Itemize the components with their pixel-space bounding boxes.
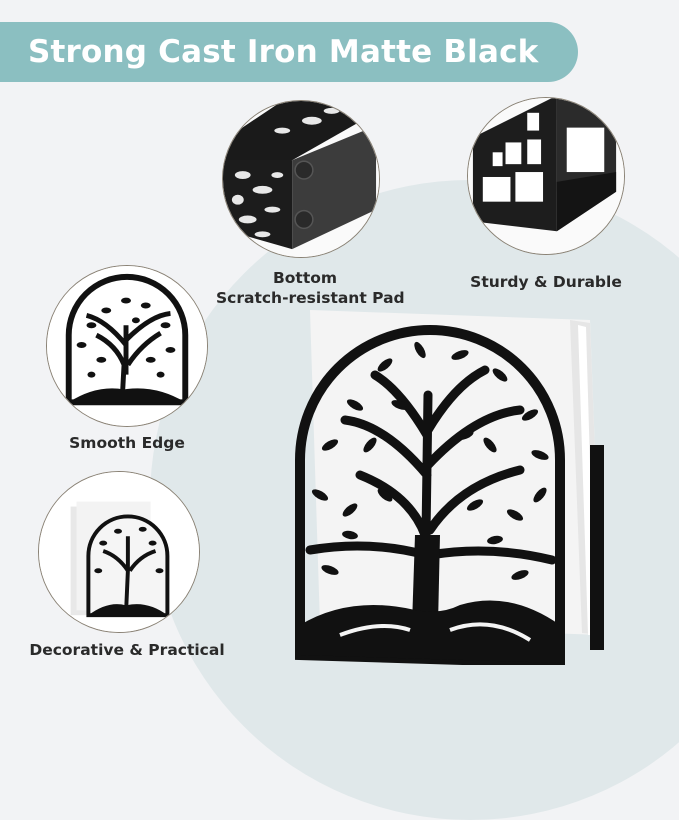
headline-banner: Strong Cast Iron Matte Black bbox=[0, 22, 578, 82]
caption-sturdy: Sturdy & Durable bbox=[470, 272, 622, 292]
caption-line: Sturdy & Durable bbox=[470, 273, 622, 291]
bottom-pad-closeup-image bbox=[223, 101, 379, 257]
thumbnail-decorative bbox=[38, 471, 200, 633]
caption-line: Bottom bbox=[272, 269, 338, 287]
main-product-image bbox=[290, 295, 620, 665]
caption-line: Smooth Edge bbox=[69, 434, 185, 452]
thumbnail-sturdy bbox=[467, 97, 625, 255]
thumbnail-smooth-edge bbox=[46, 265, 208, 427]
corner-frame-closeup-image bbox=[468, 98, 624, 254]
tree-of-life-napkin-holder-image bbox=[295, 310, 604, 665]
caption-line: Scratch-resistant Pad bbox=[216, 289, 405, 307]
caption-decorative: Decorative & Practical bbox=[20, 640, 234, 660]
caption-smooth-edge: Smooth Edge bbox=[52, 433, 202, 453]
thumbnail-bottom-pad bbox=[222, 100, 380, 258]
caption-line: Decorative & Practical bbox=[29, 641, 225, 659]
headline-text: Strong Cast Iron Matte Black bbox=[28, 34, 539, 70]
tree-of-life-panel-image bbox=[47, 266, 207, 426]
napkin-holder-with-napkins-image bbox=[39, 472, 199, 632]
caption-bottom-pad: Bottom Scratch-resistant Pad bbox=[216, 268, 405, 308]
